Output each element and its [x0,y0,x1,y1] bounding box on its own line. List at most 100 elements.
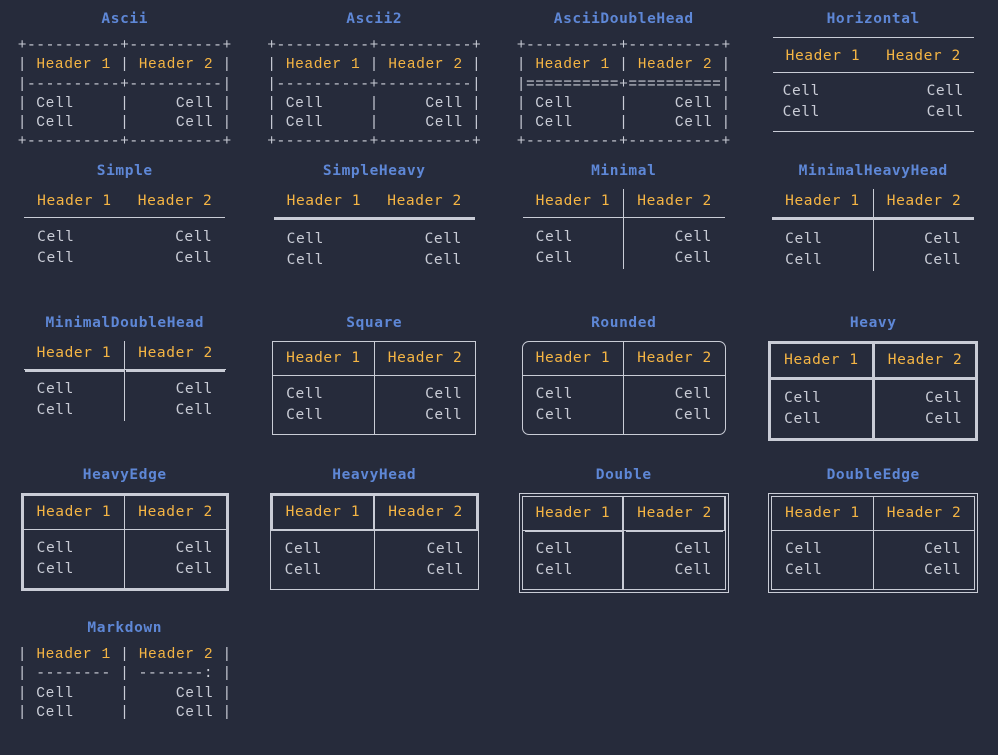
cell-r2-c2: Cell [125,559,226,588]
table-glyphs: |----------+----------| [18,77,232,93]
box-style-markdown: Markdown| Header 1 | Header 2 | | ------… [0,609,250,755]
column-header-1: Header 1 [523,497,624,531]
cell-r2-c2: Cell [873,250,974,271]
cell-r1-c2: Cell [624,218,725,249]
cell-r1-c1: Cell [771,379,873,410]
cell-r2-c2: Cell [873,560,974,589]
cell-r2-c1: Cell [272,560,375,589]
column-header-1: Header 1 [771,344,873,379]
table-glyphs: +----------+----------+ [517,38,731,54]
box-style-title: SimpleHeavy [323,164,426,179]
cell-r2-c1: Cell [773,102,874,132]
column-header-1: Header 1 [24,496,125,530]
table-glyphs: | [463,57,482,73]
table-glyphs: | Cell | Cell | [18,96,232,112]
table-glyphs: | [111,57,139,73]
table-glyphs: +----------+----------+ [18,134,232,150]
cell-r1-c1: Cell [272,530,375,560]
box-style-title: Rounded [591,316,656,331]
box-style-title: Double [596,468,652,483]
cell-r2-c1: Cell [24,400,125,421]
cell-r1-c2: Cell [374,219,475,251]
column-header-2: Header 2 [873,38,974,73]
cell-r1-c2: Cell [873,531,974,561]
cell-r1-c2: Cell [125,530,226,560]
column-header-1: Header 1 [773,38,874,73]
ascii-table-asciidoublehead: +----------+----------+ | Header 1 | Hea… [517,37,731,153]
column-header-2: Header 2 [873,344,975,379]
cell-r1-c1: Cell [24,530,125,560]
column-header-2: Header 2 [873,189,974,219]
table-glyphs: | [18,647,37,663]
table-glyphs: | [610,57,638,73]
cell-r2-c2: Cell [624,405,725,434]
cell-r2-c2: Cell [374,560,477,589]
column-header-1: Header 1 [24,189,125,218]
header-text: Header 1 [36,57,110,73]
column-header-1: Header 1 [523,342,624,376]
table-glyphs: | [18,57,37,73]
box-style-title: HeavyHead [332,468,416,483]
column-header-2: Header 2 [125,341,226,370]
box-style-asciidoublehead: AsciiDoubleHead +----------+----------+ |… [499,0,749,152]
box-style-ascii: Ascii+----------+----------+ | Header 1 … [0,0,250,152]
table-glyphs: +----------+----------+ [267,38,481,54]
cell-r1-c1: Cell [523,376,624,406]
column-header-2: Header 2 [125,189,226,218]
ascii-table-ascii: +----------+----------+ | Header 1 | Hea… [18,37,232,153]
table-glyphs: | [111,647,139,663]
cell-r1-c1: Cell [523,531,624,561]
header-text: Header 1 [535,57,609,73]
cell-r2-c2: Cell [873,409,975,438]
column-header-1: Header 1 [523,189,624,218]
box-style-title: DoubleEdge [827,468,920,483]
table-glyphs: |==========+==========| [517,77,731,93]
table-glyphs: +----------+----------+ [18,38,232,54]
cell-r1-c2: Cell [624,531,725,561]
cell-r1-c1: Cell [772,531,873,561]
cell-r1-c2: Cell [125,218,226,249]
box-style-title: Simple [97,164,153,179]
box-style-title: AsciiDoubleHead [554,12,694,27]
table-glyphs: | Cell | Cell | [267,115,481,131]
header-text: Header 2 [638,57,712,73]
column-header-2: Header 2 [873,497,974,531]
table-glyphs: |----------+----------| [267,77,481,93]
table-glyphs: | Cell | Cell | [267,96,481,112]
box-style-title: Heavy [850,316,897,331]
header-text: Header 2 [388,57,462,73]
box-style-title: Horizontal [827,12,920,27]
